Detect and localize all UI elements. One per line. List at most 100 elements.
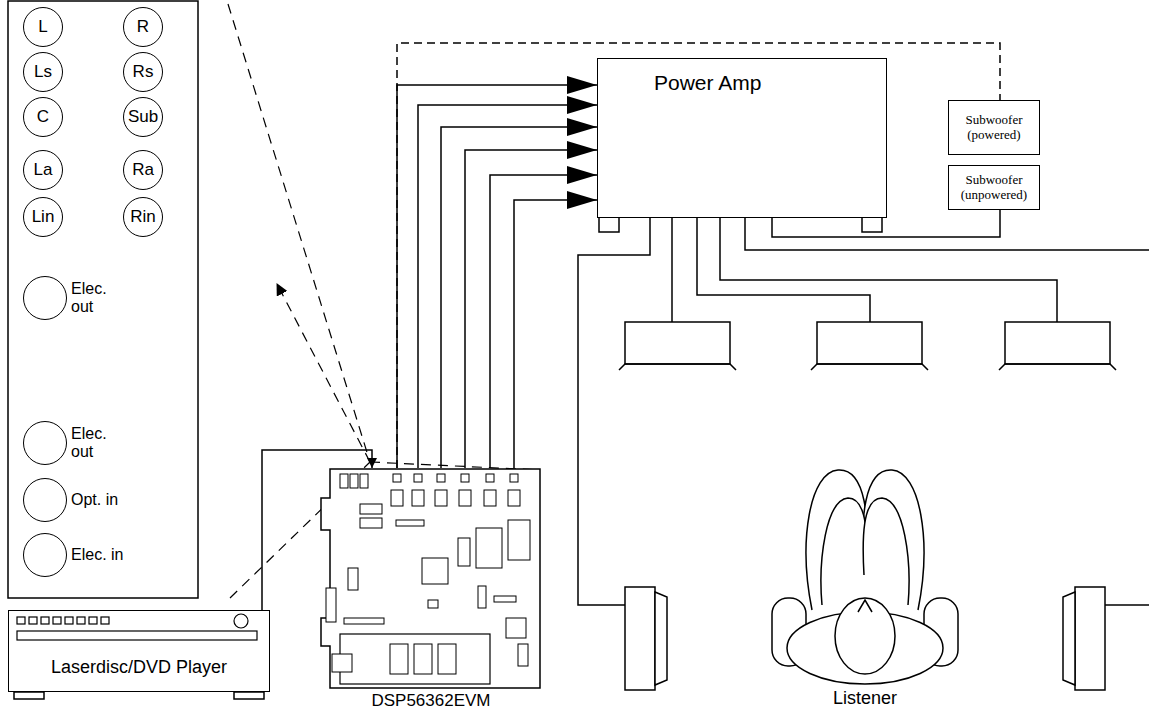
channel-jack: Ra bbox=[123, 150, 163, 190]
channel-jack: Lin bbox=[23, 197, 63, 237]
dsp-board: DSP56362EVM bbox=[318, 468, 544, 711]
channel-jack: L bbox=[23, 7, 63, 47]
signal-line bbox=[465, 150, 597, 468]
jack-circle bbox=[23, 276, 67, 320]
board-drawing bbox=[518, 644, 528, 666]
speaker-wires bbox=[745, 217, 1149, 250]
node-label: Elec. out bbox=[71, 425, 127, 461]
speaker bbox=[811, 364, 928, 370]
player-front bbox=[89, 617, 97, 624]
node-label: Laserdisc/DVD Player bbox=[13, 657, 265, 678]
jack-circle bbox=[23, 421, 67, 465]
channel-jack: R bbox=[123, 7, 163, 47]
board-drawing bbox=[350, 474, 358, 488]
subwoofer-box: Subwoofer (powered) bbox=[948, 100, 1040, 155]
channel-jack: Sub bbox=[123, 97, 163, 137]
player-front bbox=[41, 617, 49, 624]
board-drawing bbox=[437, 474, 445, 482]
board-drawing bbox=[360, 474, 368, 488]
speaker bbox=[999, 364, 1116, 370]
io-jack: Opt. in bbox=[23, 478, 127, 522]
node-label: Elec. out bbox=[71, 280, 127, 316]
node-label: Rs bbox=[133, 62, 154, 82]
board-drawing bbox=[461, 474, 469, 482]
node-label: C bbox=[37, 107, 49, 127]
player-front bbox=[29, 617, 37, 624]
node-label: Sub bbox=[128, 107, 158, 127]
connector-panel bbox=[8, 1, 198, 598]
node-label: Opt. in bbox=[71, 491, 127, 509]
player-feet bbox=[14, 692, 264, 699]
board-drawing bbox=[360, 518, 382, 528]
board-drawing bbox=[390, 644, 408, 674]
listener-label: Listener bbox=[833, 688, 897, 709]
speaker-wires bbox=[720, 217, 1057, 322]
signal-line bbox=[397, 85, 597, 468]
board-drawing bbox=[508, 490, 520, 506]
board-drawing bbox=[391, 490, 403, 506]
amp-feet bbox=[599, 217, 619, 232]
channel-jack: La bbox=[23, 150, 63, 190]
player-front bbox=[101, 617, 109, 624]
player-feet bbox=[14, 692, 44, 699]
player-front bbox=[9, 611, 268, 655]
speaker-wires bbox=[578, 217, 650, 605]
amp-feet bbox=[862, 217, 882, 232]
subwoofer-box: Subwoofer (unpowered) bbox=[948, 165, 1040, 210]
speaker bbox=[619, 364, 736, 370]
signal-line bbox=[418, 105, 597, 468]
node-label: L bbox=[38, 17, 47, 37]
channel-jack: Ls bbox=[23, 52, 63, 92]
listener-figure bbox=[835, 598, 895, 674]
power-amp-box: Power Amp bbox=[597, 58, 887, 218]
board-drawing bbox=[360, 504, 382, 514]
board-drawing bbox=[318, 468, 544, 690]
listener-figure bbox=[772, 470, 958, 684]
board-drawing bbox=[414, 644, 432, 674]
player-front bbox=[17, 631, 257, 640]
board-drawing bbox=[476, 528, 502, 568]
player-front bbox=[77, 617, 85, 624]
player-front bbox=[234, 614, 248, 628]
listener-figure bbox=[806, 470, 867, 610]
signal-line bbox=[441, 127, 597, 468]
dashed-signal-line bbox=[397, 43, 1000, 468]
board-drawing bbox=[486, 474, 494, 482]
speaker bbox=[625, 322, 730, 364]
player-feet bbox=[234, 692, 264, 699]
board-drawing bbox=[508, 520, 530, 560]
board-drawing bbox=[348, 568, 358, 590]
board-caption: DSP56362EVM bbox=[318, 691, 544, 711]
node-label: Subwoofer (unpowered) bbox=[955, 173, 1033, 203]
node-label: Elec. in bbox=[71, 546, 127, 564]
io-jack: Elec. out bbox=[23, 421, 127, 465]
listener-figure bbox=[858, 600, 872, 612]
player-front bbox=[65, 617, 73, 624]
node-label: La bbox=[34, 160, 53, 180]
board-drawing bbox=[414, 474, 422, 482]
listener-figure bbox=[821, 498, 867, 605]
board-drawing bbox=[422, 558, 448, 584]
player-box: Laserdisc/DVD Player bbox=[8, 610, 270, 692]
jack-circle bbox=[23, 533, 67, 577]
io-jack: Elec. in bbox=[23, 533, 127, 577]
connector-panel bbox=[8, 1, 198, 598]
zoom-lines bbox=[277, 284, 370, 462]
board-drawing bbox=[428, 600, 438, 608]
channel-jack: Rs bbox=[123, 52, 163, 92]
speaker-wires bbox=[697, 217, 870, 322]
board-drawing bbox=[494, 596, 516, 602]
zoom-lines bbox=[228, 4, 370, 462]
board-drawing bbox=[321, 469, 540, 688]
board-drawing bbox=[396, 520, 424, 526]
player-front bbox=[53, 617, 61, 624]
node-label: Subwoofer (powered) bbox=[955, 113, 1033, 143]
node-label: Lin bbox=[32, 207, 55, 227]
node-label: Rin bbox=[130, 207, 156, 227]
amp-feet bbox=[599, 217, 882, 232]
board-drawing bbox=[458, 538, 470, 566]
board-drawing bbox=[393, 474, 401, 482]
board-drawing bbox=[484, 490, 496, 506]
speaker bbox=[1063, 592, 1075, 685]
listener-figure bbox=[863, 498, 909, 605]
